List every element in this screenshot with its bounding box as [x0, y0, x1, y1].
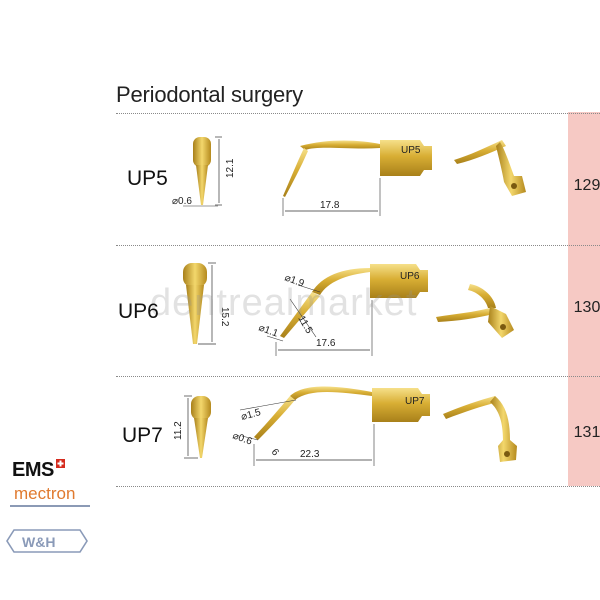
up7-photo [443, 396, 517, 462]
row-separator [116, 376, 600, 377]
page-title: Periodontal surgery [116, 82, 303, 107]
up6-tip-length-label: 15.2 [219, 307, 230, 327]
up7-diameter-top-label: ⌀1.5 [240, 407, 263, 423]
up7-tip-length-label: 11.2 [173, 421, 184, 440]
up7-working-length-label: 22.3 [300, 449, 320, 460]
up5-photo [454, 140, 526, 196]
up7-segment-length-label: 6 [269, 447, 281, 459]
up6-engraving: UP6 [400, 271, 420, 282]
page-number-column [568, 112, 600, 486]
product-code-up6: UP6 [118, 300, 159, 323]
mectron-logo: mectron [14, 484, 76, 503]
wh-logo-shape [6, 529, 88, 553]
page-number-up6: 130 [573, 299, 600, 316]
wh-logo-text: W&H [22, 534, 56, 550]
ems-logo-text: EMS [12, 459, 54, 481]
up7-side-view [239, 386, 430, 466]
up5-front-view [183, 136, 222, 207]
up5-working-length-label: 17.8 [320, 200, 340, 211]
up5-tip-diameter-label: ⌀0.6 [172, 196, 192, 207]
product-code-up7: UP7 [122, 424, 163, 447]
row-separator [116, 486, 600, 487]
mectron-underline [10, 505, 90, 507]
swiss-cross-icon [55, 459, 65, 468]
up7-front-view [184, 395, 211, 459]
up5-engraving: UP5 [401, 145, 421, 156]
watermark: dentrealmarket [150, 282, 418, 324]
up6-side-view [266, 264, 428, 356]
row-separator [116, 245, 600, 246]
up7-diameter-bottom-label: ⌀0.6 [231, 430, 254, 447]
up6-photo [436, 284, 514, 338]
up5-side-view [282, 140, 432, 216]
product-code-up5: UP5 [127, 167, 168, 190]
row-separator [116, 113, 600, 114]
up5-tip-length-label: 12.1 [225, 158, 236, 178]
up6-front-view [183, 262, 216, 345]
page-number-up5: 129 [573, 177, 600, 194]
page-number-up7: 131 [573, 424, 600, 441]
up6-diameter-bottom-label: ⌀1.1 [257, 322, 280, 339]
up7-engraving: UP7 [405, 396, 425, 407]
up6-working-length-label: 17.6 [316, 338, 336, 349]
ems-logo: EMS [12, 459, 65, 482]
